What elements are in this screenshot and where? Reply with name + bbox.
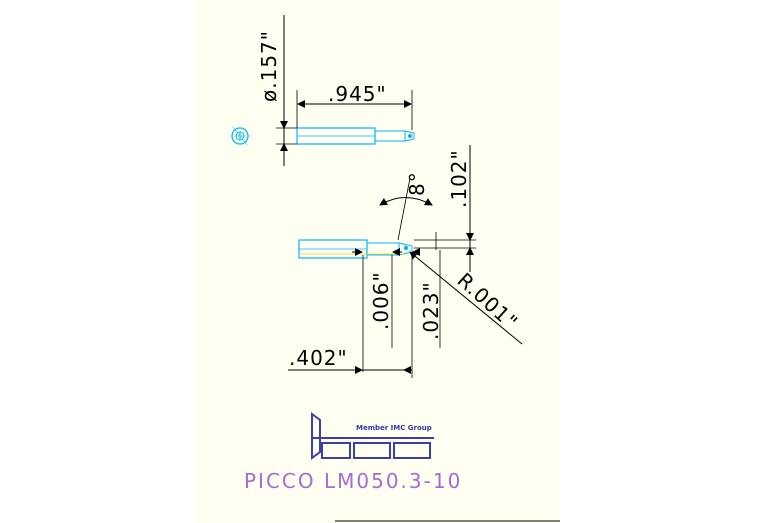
height-tip-label: .102" [447, 149, 471, 208]
diameter-dimension: ø.157" [257, 15, 297, 166]
height-tip-dimension: .102" [414, 145, 476, 272]
width-tip-dimension: .023" [411, 248, 443, 378]
angle-label: 8° [405, 171, 429, 196]
width-tip-label: .023" [419, 281, 443, 340]
logo-tagline: Member IMC Group [356, 424, 432, 432]
length-cut-label: .402" [289, 346, 348, 370]
tool-side-view [298, 239, 413, 259]
angle-dimension: 8° [379, 171, 433, 241]
width-min-label: .006" [369, 271, 393, 330]
length-total-dimension: .945" [296, 82, 413, 130]
end-view-icon [231, 126, 249, 146]
diameter-label: ø.157" [257, 30, 281, 102]
width-min-dimension: .006" [352, 248, 402, 372]
company-logo: Member IMC Group [311, 412, 434, 460]
product-name: PICCO LM050.3-10 [244, 469, 462, 493]
length-cut-dimension: .402" [288, 346, 412, 374]
length-total-label: .945" [328, 82, 387, 106]
drawing-area [195, 0, 560, 523]
radius-label: R.001" [453, 268, 523, 335]
tool-top-view [296, 127, 415, 145]
